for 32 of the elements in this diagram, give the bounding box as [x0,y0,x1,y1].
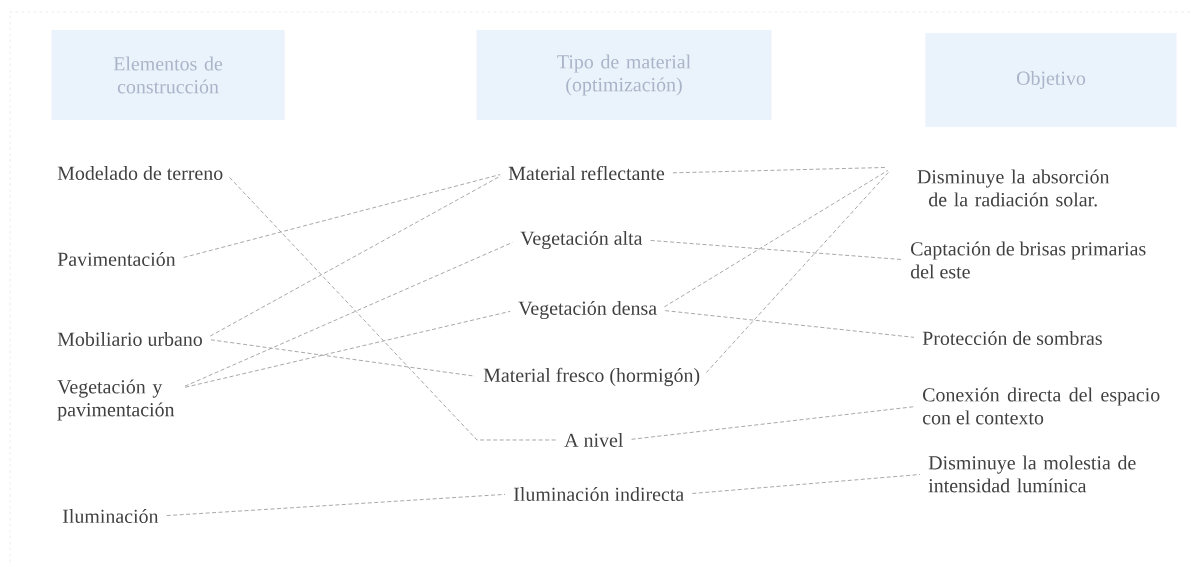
item-text: Disminuye la absorción de la radiación solar. [917,169,1110,207]
item-text: Material fresco (hormigón) [483,367,700,387]
connector-line [663,169,889,308]
connector-line [672,166,888,174]
connector-line [229,176,557,441]
item-text: Modelado de terreno [57,166,223,180]
item-text: Vegetación densa [518,300,657,320]
connector-line [691,474,921,494]
item-text: Pavimentación [57,251,176,266]
connector-line [650,240,903,260]
item-text: Captación de brisas primarias del este [910,241,1146,279]
header-box: Tipo de material (optimización) [476,30,772,120]
item-text: Vegetación alta [520,230,643,250]
connector-line [705,171,890,373]
item-text: Vegetación y pavimentación [57,379,175,421]
connector-line [209,175,502,337]
header-box: Elementos de construcción [51,30,285,120]
item-text: Conexión directa del espacio con el contexto [922,387,1160,425]
connector-line [166,493,506,517]
connector-line [183,174,501,258]
connector-line [631,406,915,440]
item-text: Disminuye la molestia de intensidad lumínica [928,455,1136,493]
item-text: Material reflectante [508,165,665,181]
item-text: Iluminación [62,508,159,523]
item-text: Iluminación indirecta [513,486,684,501]
header-box: Objetivo [925,33,1177,127]
item-text: Mobiliario urbano [57,332,202,346]
item-text: A nivel [564,433,623,447]
item-text: Protección de sombras [922,330,1102,345]
connector-line [184,310,511,388]
connector-line [184,241,513,387]
connector-line [664,310,915,338]
